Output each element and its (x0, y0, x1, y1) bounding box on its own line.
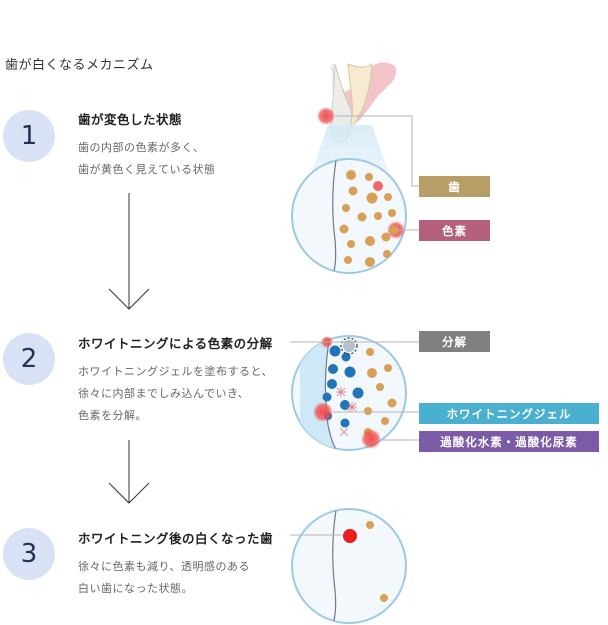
step-2-desc-line: ホワイトニングジェルを塗布すると、 (78, 365, 274, 378)
step-2-desc-line: 徐々に内部までしみ込んでいき、 (78, 387, 250, 400)
peroxide-label: 過酸化水素・過酸化尿素 (419, 431, 599, 452)
decompose-label: 分解 (419, 331, 490, 352)
page-title: 歯が白くなるメカニズム (5, 58, 154, 73)
step-3-number: 3 (3, 528, 55, 580)
step-1-heading: 歯が変色した状態 (78, 112, 183, 127)
step-1-number: 1 (3, 110, 55, 162)
down-arrow-icon (108, 440, 150, 504)
highlighted-pigment (373, 181, 383, 191)
step-1-desc-line: 歯が黄色く見えている状態 (78, 163, 216, 176)
gel-marker (313, 402, 333, 422)
result-marker (343, 529, 357, 543)
tooth-label: 歯 (419, 176, 490, 197)
decomposition-sparks (336, 387, 357, 437)
pigment-dots (339, 170, 396, 267)
whitening-gel-label: ホワイトニングジェル (419, 403, 599, 424)
whitened-detail-circle (291, 508, 407, 624)
whitening-molecules (322, 345, 364, 428)
step-1-desc-line: 歯の内部の色素が多く、 (78, 141, 205, 154)
down-arrow-icon (108, 193, 150, 310)
step-3-heading: ホワイトニング後の白くなった歯 (78, 531, 274, 546)
step-2-number: 2 (3, 333, 55, 385)
pigment-label: 色素 (419, 220, 490, 241)
step-3-desc-line: 徐々に色素も減り、透明感のある (78, 560, 251, 573)
step-2-heading: ホワイトニングによる色素の分解 (78, 336, 273, 351)
step-2-desc-line: 色素を分解。 (78, 409, 147, 422)
pigment-dots (364, 348, 397, 436)
tooth-marker (317, 107, 335, 125)
step-3-desc-line: 白い歯になった状態。 (78, 582, 193, 595)
step-3-description: 徐々に色素も減り、透明感のある 白い歯になった状態。 (78, 556, 250, 600)
step-2-description: ホワイトニングジェルを塗布すると、 徐々に内部までしみ込んでいき、 色素を分解。 (78, 361, 273, 427)
decomposing-pigment (340, 337, 358, 355)
step-1-description: 歯の内部の色素が多く、 歯が黄色く見えている状態 (78, 137, 215, 181)
peroxide-marker (361, 429, 381, 449)
